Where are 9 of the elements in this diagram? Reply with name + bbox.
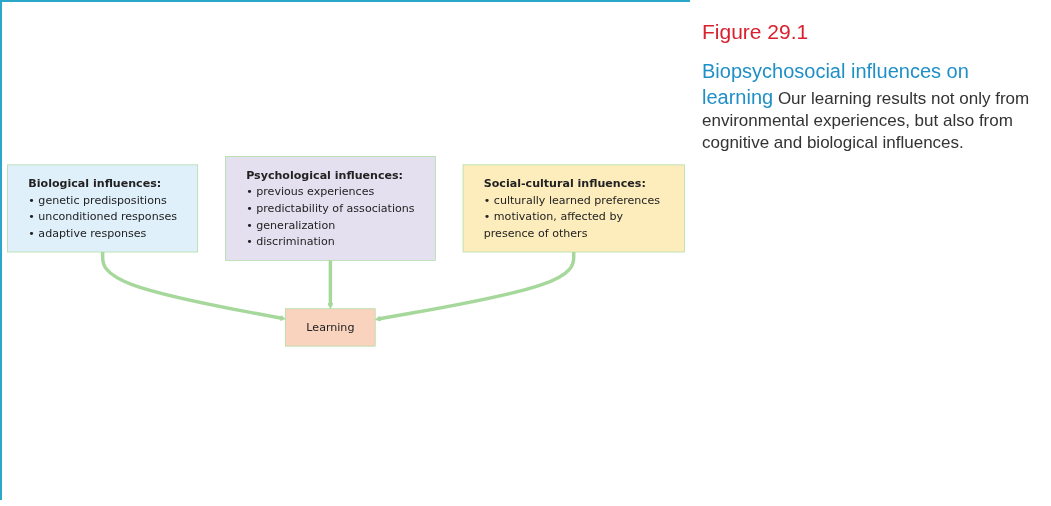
node-box: Learning: [285, 308, 376, 347]
figure-caption: Biopsychosocial influences on learning Our learning results not only from environmental experiences, but also from cognitive and biological influences.: [702, 59, 1030, 155]
arrow: [374, 251, 576, 322]
figure-title: Figure 29.1: [702, 20, 810, 44]
arrow: [100, 251, 286, 321]
node-box: Social-cultural influences: • culturally learned preferences • motivation, affected by presence of others: [462, 164, 685, 253]
arrow: [327, 260, 334, 309]
node-box: Biological influences: • genetic predispositions • unconditioned responses • adaptive responses: [7, 164, 199, 253]
node-box: Psychological influences: • previous experiences • predictability of associations • generalization • discrimination: [225, 155, 436, 261]
